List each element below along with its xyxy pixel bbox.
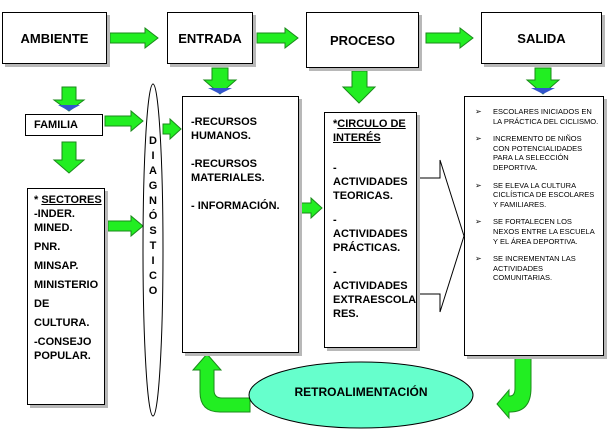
- retro-label: RETROALIMENTACIÓN: [294, 385, 428, 399]
- entrada-item: -RECURSOS HUMANOS.: [191, 116, 258, 142]
- arrow-proceso-salida: [425, 26, 474, 50]
- sectores-item: MINSAP.: [34, 260, 79, 272]
- sectores-title-text: SECTORES: [41, 194, 102, 206]
- arrow-tip-salida: [531, 88, 555, 94]
- diagnostico-letter: C: [149, 270, 157, 282]
- sectores-box: * SECTORES -INDER. MINED. PNR. MINSAP. M…: [27, 188, 105, 405]
- proceso-header-label: PROCESO: [329, 32, 395, 48]
- entrada-box: -RECURSOS HUMANOS. -RECURSOS MATERIALES.…: [182, 96, 299, 353]
- salida-list: ESCOLARES INICIADOS EN LA PRÁCTICA DEL C…: [465, 107, 599, 283]
- sectores-item: MINISTERIO: [34, 279, 99, 291]
- arrow-entrada-proceso: [256, 26, 299, 50]
- sectores-title-prefix: *: [34, 194, 42, 206]
- arrow-tip-familia: [58, 105, 80, 111]
- arrow-salida-down: [525, 67, 561, 95]
- ambiente-label: AMBIENTE: [20, 30, 89, 46]
- sectores-item: CULTURA.: [34, 317, 90, 329]
- arrow-familia-diagnostico: [104, 109, 144, 133]
- proceso-box: *CIRCULO DE INTERÉS - ACTIVIDADES TEORIC…: [324, 112, 417, 348]
- arrow-proceso-salida-hollow: [415, 159, 465, 313]
- ambiente-box: AMBIENTE: [2, 12, 107, 64]
- sectores-item: -INDER.: [34, 208, 75, 220]
- arrow-entrada-down: [202, 67, 238, 95]
- proceso-title-text: CIRCULO DE INTERÉS: [333, 118, 406, 144]
- salida-item: SE FORTALECEN LOS NEXOS ENTRE LA ESCUELA…: [465, 217, 599, 246]
- arrow-proceso-down: [341, 70, 377, 104]
- salida-box: ESCOLARES INICIADOS EN LA PRÁCTICA DEL C…: [464, 96, 604, 356]
- arrow-salida-retro: [496, 354, 532, 420]
- proceso-title-prefix: *: [333, 118, 338, 130]
- diagnostico-letter: T: [149, 240, 157, 252]
- diagnostico-ellipse: [142, 83, 164, 417]
- proceso-title: *CIRCULO DE INTERÉS: [333, 117, 411, 145]
- sectores-item: MINED.: [34, 222, 73, 234]
- arrow-ambiente-entrada: [109, 26, 159, 50]
- proceso-item: - ACTIVIDADES EXTRAESCOLA RES.: [333, 266, 416, 320]
- diagnostico-letter: O: [148, 285, 158, 297]
- arrow-retro-entrada: [191, 353, 251, 413]
- proceso-header-box: PROCESO: [306, 12, 419, 68]
- arrow-familia-sectores: [52, 141, 86, 174]
- entrada-item: - INFORMACIÓN.: [191, 200, 280, 212]
- diagnostico-letter: Ó: [148, 210, 158, 222]
- entrada-item: -RECURSOS MATERIALES.: [191, 158, 265, 184]
- salida-item: SE INCREMENTAN LAS ACTIVIDADES COMUNITAR…: [465, 254, 599, 283]
- salida-item: INCREMENTO DE NIÑOS CON POTENCIALIDADES …: [465, 134, 599, 172]
- entrada-header-label: ENTRADA: [178, 30, 242, 46]
- arrow-entrada-box-proceso-box: [299, 196, 323, 220]
- diagnostico-letter: D: [149, 135, 157, 147]
- proceso-item: - ACTIVIDADES PRÁCTICAS.: [333, 214, 408, 254]
- diagnostico-letter: I: [151, 150, 155, 162]
- proceso-item: - ACTIVIDADES TEORICAS.: [333, 162, 408, 202]
- sectores-item: POPULAR.: [34, 350, 91, 362]
- retro-ellipse: [248, 361, 474, 429]
- retro-label-wrap: RETROALIMENTACIÓN: [249, 385, 473, 399]
- salida-item: ESCOLARES INICIADOS EN LA PRÁCTICA DEL C…: [465, 107, 599, 126]
- diagnostico-letter: S: [149, 225, 157, 237]
- arrow-diagnostico-entrada: [162, 117, 182, 141]
- arrow-tip-entrada: [208, 88, 232, 94]
- sectores-item: -CONSEJO: [34, 336, 92, 348]
- diagnostico-label: D I A G N Ó S T I C O: [144, 134, 162, 299]
- diagnostico-letter: G: [148, 180, 158, 192]
- diagnostico-letter: A: [149, 165, 157, 177]
- familia-label: FAMILIA: [34, 119, 78, 131]
- diagnostico-letter: N: [149, 195, 157, 207]
- sectores-title: * SECTORES: [34, 193, 102, 207]
- entrada-header-box: ENTRADA: [167, 12, 253, 64]
- sectores-item: DE: [34, 298, 50, 310]
- diagnostico-letter: I: [151, 255, 155, 267]
- salida-header-label: SALIDA: [517, 30, 566, 46]
- familia-box: FAMILIA: [25, 114, 103, 136]
- arrow-sectores-diagnostico: [107, 214, 144, 238]
- salida-item: SE ELEVA LA CULTURA CICLÍSTICA DE ESCOLA…: [465, 181, 599, 210]
- salida-header-box: SALIDA: [481, 12, 602, 64]
- sectores-item: PNR.: [34, 241, 61, 253]
